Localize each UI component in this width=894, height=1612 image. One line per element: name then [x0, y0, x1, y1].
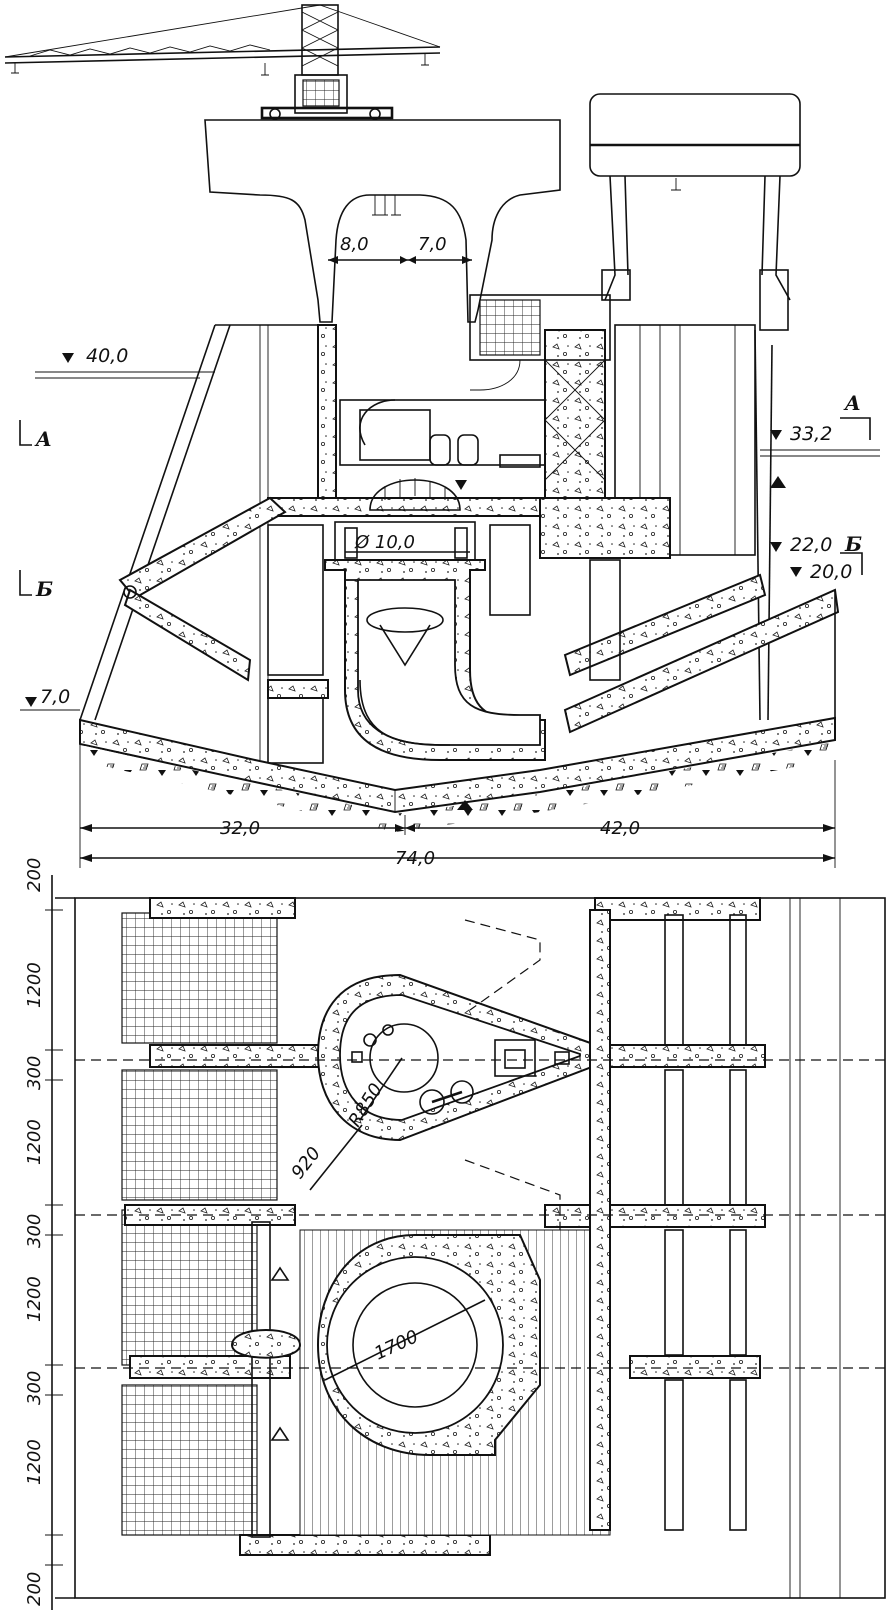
runner-diameter-label: Ø 10,0 — [354, 532, 415, 553]
plan-dim-5: 300 — [24, 1214, 45, 1248]
plan-dim-3: 300 — [24, 1056, 45, 1090]
dim-total-label: 74,0 — [395, 848, 435, 869]
crane-span-left-label: 8,0 — [340, 234, 369, 255]
crane-span-right-label: 7,0 — [418, 234, 447, 255]
plan-dim-8: 1200 — [24, 1439, 45, 1485]
level-7-label: 7,0 — [40, 686, 70, 708]
level-marker-33 — [770, 430, 782, 440]
trash-rack-2 — [121, 1069, 278, 1201]
level-marker-floor — [455, 480, 467, 490]
crane-cabin — [294, 74, 348, 114]
dim-right-label: 42,0 — [600, 818, 640, 839]
trash-rack-4 — [121, 1384, 258, 1536]
tower-crane — [4, 4, 441, 120]
level-marker-22 — [770, 542, 782, 552]
gantry-crane — [204, 119, 561, 323]
plan-dim-9: 200 — [24, 1572, 45, 1606]
plan-dim-4: 1200 — [24, 1119, 45, 1165]
gate-crane — [589, 93, 801, 331]
level-22-label: 22,0 — [790, 534, 832, 556]
section-mark-b-left: Б — [35, 577, 53, 601]
level-33-label: 33,2 — [790, 423, 832, 445]
cross-section: 40,0 33,2 22,0 20,0 7,0 8,0 7,0 Ø 10,0 A… — [4, 4, 880, 869]
section-mark-b-right: Б — [844, 532, 862, 556]
level-20-label: 20,0 — [810, 561, 852, 583]
plan-dim-labels: 200 1200 300 1200 300 1200 300 1200 200 — [24, 858, 45, 1606]
trash-rack-1 — [121, 912, 278, 1044]
level-marker-up — [770, 476, 786, 488]
water-lines — [20, 371, 880, 711]
section-mark-a-left: A — [34, 427, 52, 451]
right-columns — [589, 898, 841, 1598]
level-40-label: 40,0 — [86, 345, 128, 367]
plan-view: R850 920 1700 — [45, 875, 886, 1610]
powerhouse-body — [79, 294, 840, 832]
plan-dim-1: 200 — [24, 858, 45, 892]
plan-dim-7: 300 — [24, 1371, 45, 1405]
dim-left-label: 32,0 — [220, 818, 260, 839]
level-marker-7 — [25, 697, 37, 707]
plan-dim-6: 1200 — [24, 1276, 45, 1322]
plan-dim-2: 1200 — [24, 962, 45, 1008]
level-marker-20 — [790, 567, 802, 577]
level-marker-40 — [62, 353, 74, 363]
section-mark-a-right: A — [843, 391, 861, 415]
